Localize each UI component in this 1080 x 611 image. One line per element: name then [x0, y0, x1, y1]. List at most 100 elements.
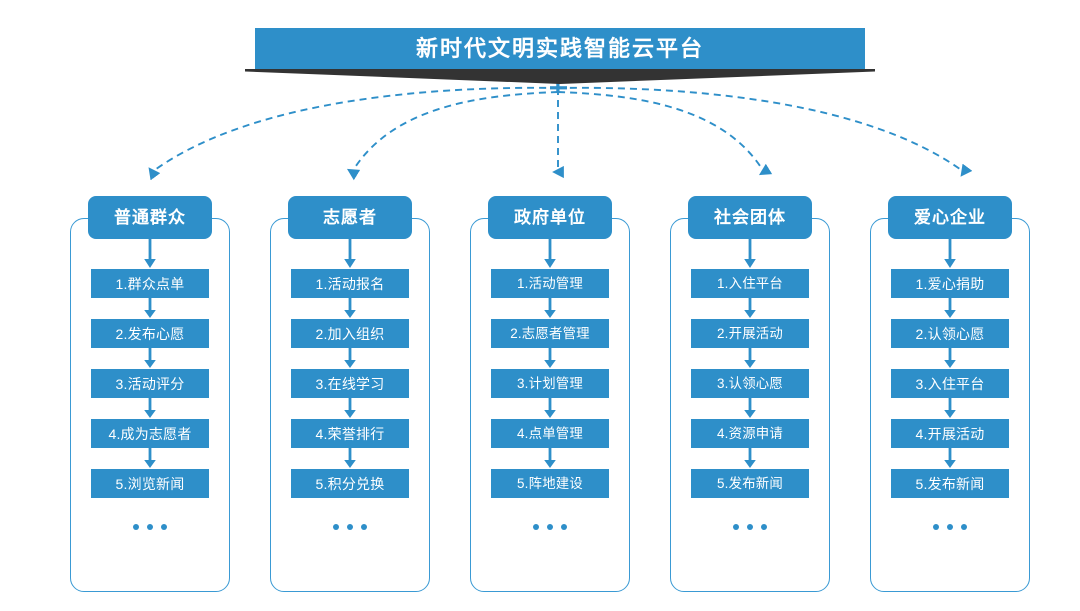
- list-item[interactable]: 5.发布新闻: [691, 469, 809, 498]
- arrow-down-icon: [944, 398, 956, 418]
- arrow-down-icon: [944, 448, 956, 468]
- column-header-label: 志愿者: [323, 208, 377, 227]
- list-item[interactable]: 4.资源申请: [691, 419, 809, 448]
- ellipsis-dot: [147, 524, 153, 530]
- column-header-label: 社会团体: [714, 208, 786, 227]
- ellipsis-dot: [133, 524, 139, 530]
- arrow-down-icon: [344, 239, 356, 268]
- list-item[interactable]: 2.加入组织: [291, 319, 409, 348]
- item-label: 2.加入组织: [315, 325, 385, 342]
- item-label: 5.阵地建设: [517, 475, 583, 491]
- column-header-3[interactable]: 政府单位: [488, 196, 612, 239]
- more-items-ellipsis: [133, 524, 167, 530]
- column-header-label: 政府单位: [514, 208, 586, 227]
- arrow-down-icon: [944, 239, 956, 268]
- column-header-4[interactable]: 社会团体: [688, 196, 812, 239]
- ellipsis-dot: [547, 524, 553, 530]
- item-label: 5.发布新闻: [717, 475, 783, 491]
- more-items-ellipsis: [733, 524, 767, 530]
- arrow-down-icon: [344, 298, 356, 318]
- arrow-down-icon: [144, 348, 156, 368]
- arrow-down-icon: [144, 398, 156, 418]
- arrow-down-icon: [744, 239, 756, 268]
- arrow-down-icon: [544, 448, 556, 468]
- list-item[interactable]: 2.志愿者管理: [491, 319, 609, 348]
- item-label: 3.活动评分: [115, 375, 185, 392]
- arrow-down-icon: [344, 448, 356, 468]
- arrow-down-icon: [144, 239, 156, 268]
- ellipsis-dot: [761, 524, 767, 530]
- arrow-down-icon: [744, 448, 756, 468]
- item-label: 2.开展活动: [717, 325, 783, 341]
- arrow-down-icon: [344, 348, 356, 368]
- arrow-down-icon: [544, 239, 556, 268]
- item-label: 1.爱心捐助: [915, 275, 985, 292]
- list-item[interactable]: 1.活动管理: [491, 269, 609, 298]
- item-label: 2.认领心愿: [915, 325, 985, 342]
- column-header-2[interactable]: 志愿者: [288, 196, 412, 239]
- ellipsis-dot: [347, 524, 353, 530]
- column-body: 1.群众点单 2.发布心愿 3.活动评分: [70, 239, 230, 530]
- item-label: 3.计划管理: [517, 375, 583, 391]
- item-label: 1.活动管理: [517, 275, 583, 291]
- item-label: 5.浏览新闻: [115, 475, 185, 492]
- ellipsis-dot: [333, 524, 339, 530]
- list-item[interactable]: 3.入住平台: [891, 369, 1009, 398]
- item-label: 4.荣誉排行: [315, 425, 385, 442]
- item-label: 1.入住平台: [717, 275, 783, 291]
- column-header-label: 普通群众: [114, 208, 186, 227]
- list-item[interactable]: 3.计划管理: [491, 369, 609, 398]
- column-body: 1.入住平台 2.开展活动 3.认领心愿: [670, 239, 830, 530]
- item-label: 1.群众点单: [115, 275, 185, 292]
- arrow-down-icon: [944, 348, 956, 368]
- list-item[interactable]: 2.开展活动: [691, 319, 809, 348]
- list-item[interactable]: 5.阵地建设: [491, 469, 609, 498]
- list-item[interactable]: 4.开展活动: [891, 419, 1009, 448]
- list-item[interactable]: 1.入住平台: [691, 269, 809, 298]
- list-item[interactable]: 5.浏览新闻: [91, 469, 209, 498]
- arrow-down-icon: [744, 398, 756, 418]
- item-label: 2.志愿者管理: [510, 325, 590, 341]
- list-item[interactable]: 2.认领心愿: [891, 319, 1009, 348]
- column-header-1[interactable]: 普通群众: [88, 196, 212, 239]
- list-item[interactable]: 1.群众点单: [91, 269, 209, 298]
- item-label: 4.点单管理: [517, 425, 583, 441]
- list-item[interactable]: 3.在线学习: [291, 369, 409, 398]
- list-item[interactable]: 5.发布新闻: [891, 469, 1009, 498]
- ellipsis-dot: [747, 524, 753, 530]
- list-item[interactable]: 4.点单管理: [491, 419, 609, 448]
- list-item[interactable]: 3.认领心愿: [691, 369, 809, 398]
- column-body: 1.活动管理 2.志愿者管理 3.计划管理: [470, 239, 630, 530]
- ellipsis-dot: [561, 524, 567, 530]
- item-label: 1.活动报名: [315, 275, 385, 292]
- arrow-down-icon: [744, 348, 756, 368]
- list-item[interactable]: 4.成为志愿者: [91, 419, 209, 448]
- list-item[interactable]: 5.积分兑换: [291, 469, 409, 498]
- arrow-down-icon: [344, 398, 356, 418]
- ellipsis-dot: [533, 524, 539, 530]
- list-item[interactable]: 3.活动评分: [91, 369, 209, 398]
- item-label: 5.积分兑换: [315, 475, 385, 492]
- ellipsis-dot: [733, 524, 739, 530]
- arrow-down-icon: [944, 298, 956, 318]
- item-label: 4.成为志愿者: [108, 425, 192, 442]
- column-header-label: 爱心企业: [914, 208, 986, 227]
- ellipsis-dot: [947, 524, 953, 530]
- item-label: 3.在线学习: [315, 375, 385, 392]
- arrow-down-icon: [744, 298, 756, 318]
- more-items-ellipsis: [333, 524, 367, 530]
- column-header-5[interactable]: 爱心企业: [888, 196, 1012, 239]
- ellipsis-dot: [361, 524, 367, 530]
- page-title: 新时代文明实践智能云平台: [415, 35, 704, 61]
- list-item[interactable]: 1.活动报名: [291, 269, 409, 298]
- column-body: 1.活动报名 2.加入组织 3.在线学习: [270, 239, 430, 530]
- list-item[interactable]: 4.荣誉排行: [291, 419, 409, 448]
- list-item[interactable]: 2.发布心愿: [91, 319, 209, 348]
- item-label: 3.认领心愿: [717, 375, 783, 391]
- list-item[interactable]: 1.爱心捐助: [891, 269, 1009, 298]
- ellipsis-dot: [961, 524, 967, 530]
- column-body: 1.爱心捐助 2.认领心愿 3.入住平台: [870, 239, 1030, 530]
- more-items-ellipsis: [533, 524, 567, 530]
- ellipsis-dot: [161, 524, 167, 530]
